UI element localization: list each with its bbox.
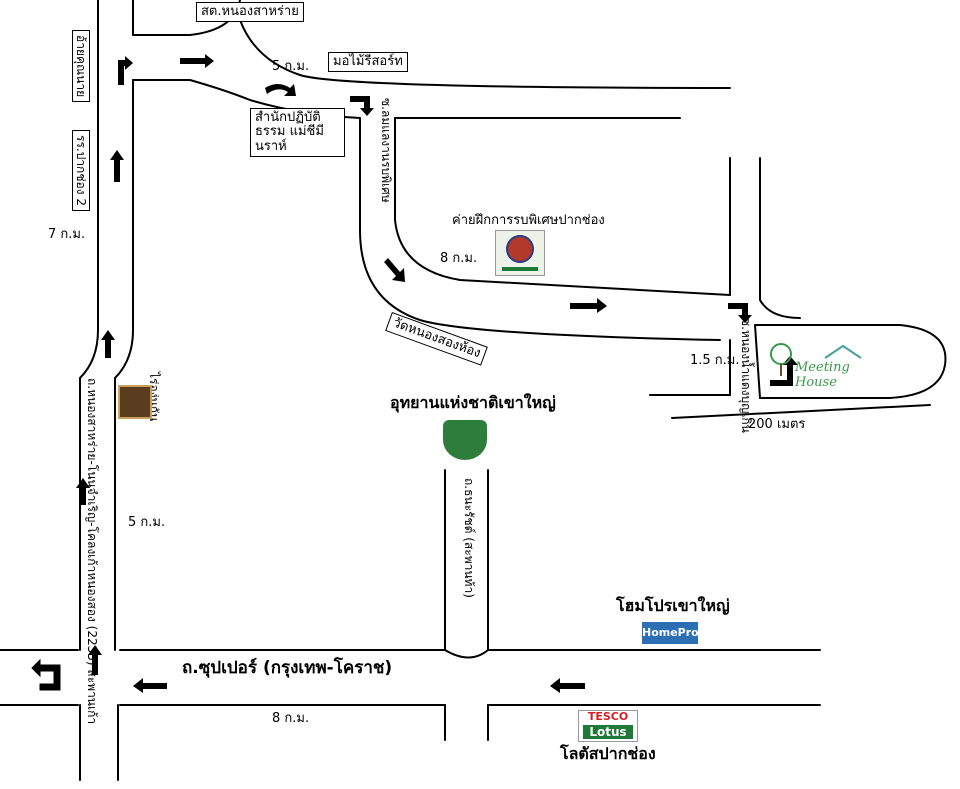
- arrow-bottom-left: [88, 645, 102, 675]
- arrow-turn-spur: [770, 356, 798, 386]
- distance-bottom: 8 ก.ม.: [272, 711, 310, 726]
- camp-label: ค่ายฝึกการรบพิเศษปากช่อง: [452, 213, 605, 228]
- left-sign-1: อ้ายคุณนาย: [72, 30, 90, 103]
- tesco-lotus-logo: TESCO Lotus: [578, 710, 638, 742]
- tesco-text: TESCO: [587, 710, 629, 723]
- inner-road-name: ซ.ลมแลงานรบพิเศษ: [379, 98, 393, 203]
- meeting-house-icon: [770, 343, 862, 376]
- vineyard-logo-icon: [118, 385, 152, 419]
- inner-road-right: [394, 117, 731, 296]
- distance-left-bottom: 5 ก.ม.: [128, 515, 166, 530]
- arrow-turn-top: [118, 56, 133, 85]
- arrow-turn-inner: [350, 96, 374, 116]
- distance-middle: 8 ก.ม.: [440, 251, 478, 266]
- arrow-down-diag: [384, 258, 405, 282]
- distance-right: 1.5 ก.ม.: [690, 353, 740, 368]
- main-road-name: ถ.ซุปเปอร์ (กรุงเทพ-โคราช): [182, 658, 393, 678]
- left-road-right-edge: [114, 0, 134, 781]
- resort-label: มอไม้รีสอร์ท: [328, 52, 408, 73]
- arrow-bend: [265, 84, 296, 96]
- arrow-east-1: [180, 54, 214, 68]
- arrow-north-3: [76, 478, 90, 505]
- top-road-right-upper: [239, 19, 731, 89]
- homepro-name-label: โฮมโปรเขาใหญ่: [616, 596, 730, 615]
- spur-road: [649, 394, 931, 419]
- arrow-east-2: [570, 298, 607, 313]
- homepro-logo: HomePro: [642, 622, 699, 644]
- distance-left-top: 7 ก.ม.: [48, 227, 86, 242]
- meeting-house-text: Meeting House: [795, 360, 850, 390]
- left-road-left-edge: [79, 0, 99, 781]
- khaoyai-road-name: ถ.ธนะรัชต์ (สะพานท้า): [462, 478, 476, 598]
- left-sign-2: รร.ปากช่อง 2: [72, 130, 90, 211]
- meeting-road-name: ซ.หนองน้ำแดงบุญเกิ่น: [739, 318, 753, 433]
- park-label: อุทยานแห่งชาติเขาใหญ่: [390, 393, 556, 412]
- distance-top: 5 ก.ม.: [272, 59, 310, 74]
- inner-road-left: [359, 117, 721, 341]
- arrow-west-1: [550, 678, 585, 693]
- camp-logo: [495, 230, 545, 276]
- market-label: สต.หนองสาหร่าย: [196, 2, 304, 23]
- temple-center-label: สำนักปฏิบัติธรรม แม่ชีมีนราห์: [250, 108, 345, 157]
- arrow-north-2: [101, 330, 115, 358]
- arrow-turn-meeting: [728, 303, 752, 323]
- arrow-left-turn: [31, 658, 61, 691]
- lotus-text: Lotus: [583, 725, 633, 739]
- arrow-west-2: [133, 678, 167, 693]
- meeting-house-logo: Meeting House: [765, 340, 875, 390]
- arrow-north-1: [110, 150, 124, 182]
- meeting-road-right: [759, 157, 801, 319]
- park-deer-icon: [443, 420, 487, 460]
- camp-emblem-icon: [506, 235, 534, 263]
- lotus-name-label: โลตัสปากช่อง: [560, 744, 656, 763]
- distance-200: 200 เมตร: [748, 417, 806, 432]
- left-road-name: ถ.หนองสาหร่าย-โนนจำเริญ-โคลงเก้าหนองสอง …: [85, 378, 99, 725]
- cul-de-sac: [754, 324, 947, 399]
